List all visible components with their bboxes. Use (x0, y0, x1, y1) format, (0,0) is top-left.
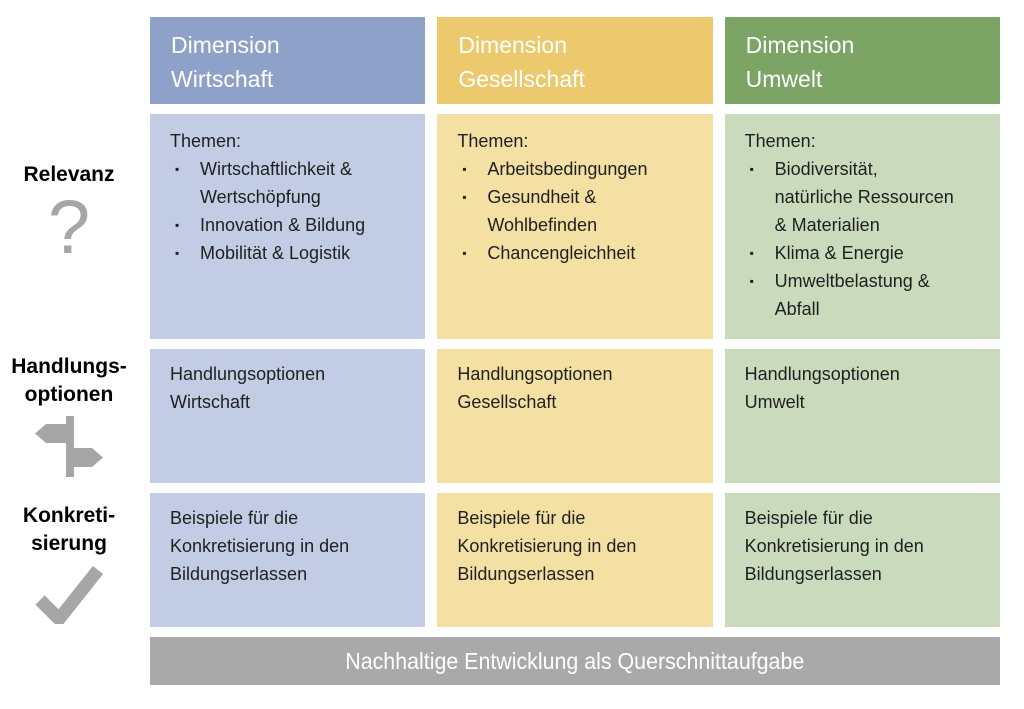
konkretisierung-cell-umwelt: Beispiele für die Konkretisierung in den… (724, 493, 1000, 627)
themen-item-text: Gesundheit & Wohlbefinden (487, 187, 598, 235)
row-label-handlungsoptionen-text: Handlungs- optionen (11, 355, 127, 406)
handlungsoptionen-cell-wirtschaft: Handlungsoptionen Wirtschaft (150, 349, 426, 483)
themen-item: ▪ Chancengleichheit (461, 239, 704, 267)
themen-item-text: Arbeitsbedingungen (487, 159, 648, 179)
handlungsoptionen-cell-gesellschaft: Handlungsoptionen Gesellschaft (437, 349, 713, 483)
question-mark-icon: ? (47, 185, 91, 270)
themen-title: Themen: (744, 131, 816, 151)
row-label-konkretisierung: Konkreti- sierung (0, 493, 138, 629)
themen-item: ▪ Arbeitsbedingungen (461, 155, 704, 183)
bullet-icon: ▪ (749, 274, 754, 288)
bullet-icon: ▪ (462, 246, 467, 260)
themen-title: Themen: (170, 131, 242, 151)
themen-item-text: Biodiversität, natürliche Ressourcen & M… (774, 159, 954, 235)
footer-bar-text: Nachhaltige Entwicklung als Querschnitta… (345, 647, 805, 674)
themen-item: ▪ Umweltbelastung & Abfall (749, 267, 992, 323)
bullet-icon: ▪ (175, 246, 180, 260)
themen-list: ▪ Wirtschaftlichkeit & Wertschöpfung ▪ I… (170, 155, 417, 267)
header-dimension-wirtschaft: Dimension Wirtschaft (150, 17, 426, 104)
themen-item-text: Wirtschaftlichkeit & Wertschöpfung (200, 159, 353, 207)
themen-item-text: Mobilität & Logistik (200, 243, 351, 263)
bullet-icon: ▪ (462, 190, 467, 204)
themen-item-text: Chancengleichheit (487, 243, 636, 263)
bullet-icon: ▪ (462, 162, 467, 176)
themen-list: ▪ Arbeitsbedingungen ▪ Gesundheit & Wohl… (457, 155, 704, 267)
konkretisierung-cell-gesellschaft: Beispiele für die Konkretisierung in den… (437, 493, 713, 627)
row-label-konkretisierung-text: Konkreti- sierung (22, 504, 116, 555)
themen-item: ▪ Gesundheit & Wohlbefinden (461, 183, 704, 239)
bullet-icon: ▪ (175, 162, 180, 176)
themen-title: Themen: (457, 131, 529, 151)
konkretisierung-cell-wirtschaft: Beispiele für die Konkretisierung in den… (150, 493, 426, 627)
themen-cell-gesellschaft: Themen: ▪ Arbeitsbedingungen ▪ Gesundhei… (437, 114, 713, 339)
row-label-handlungsoptionen: Handlungs- optionen (0, 349, 138, 483)
sustainability-matrix-diagram: Dimension Wirtschaft Dimension Gesellsch… (0, 17, 1000, 685)
themen-item-text: Innovation & Bildung (200, 215, 366, 235)
bullet-icon: ▪ (749, 162, 754, 176)
header-dimension-gesellschaft: Dimension Gesellschaft (437, 17, 713, 104)
footer-bar: Nachhaltige Entwicklung als Querschnitta… (150, 637, 1000, 685)
row-label-relevanz: Relevanz ? (0, 114, 138, 339)
bullet-icon: ▪ (175, 218, 180, 232)
themen-item: ▪ Biodiversität, natürliche Ressourcen &… (749, 155, 992, 239)
themen-cell-umwelt: Themen: ▪ Biodiversität, natürliche Ress… (724, 114, 1000, 339)
signpost-icon (30, 415, 108, 482)
row-label-relevanz-text: Relevanz (23, 163, 115, 186)
handlungsoptionen-cell-umwelt: Handlungsoptionen Umwelt (724, 349, 1000, 483)
checkmark-icon (32, 564, 106, 629)
themen-item-text: Klima & Energie (774, 243, 904, 263)
themen-item: ▪ Klima & Energie (749, 239, 992, 267)
header-dimension-umwelt: Dimension Umwelt (724, 17, 1000, 104)
themen-item: ▪ Mobilität & Logistik (174, 239, 417, 267)
themen-list: ▪ Biodiversität, natürliche Ressourcen &… (745, 155, 992, 323)
themen-cell-wirtschaft: Themen: ▪ Wirtschaftlichkeit & Wertschöp… (150, 114, 426, 339)
bullet-icon: ▪ (749, 246, 754, 260)
themen-item-text: Umweltbelastung & Abfall (774, 271, 930, 319)
themen-item: ▪ Innovation & Bildung (174, 211, 417, 239)
themen-item: ▪ Wirtschaftlichkeit & Wertschöpfung (174, 155, 417, 211)
